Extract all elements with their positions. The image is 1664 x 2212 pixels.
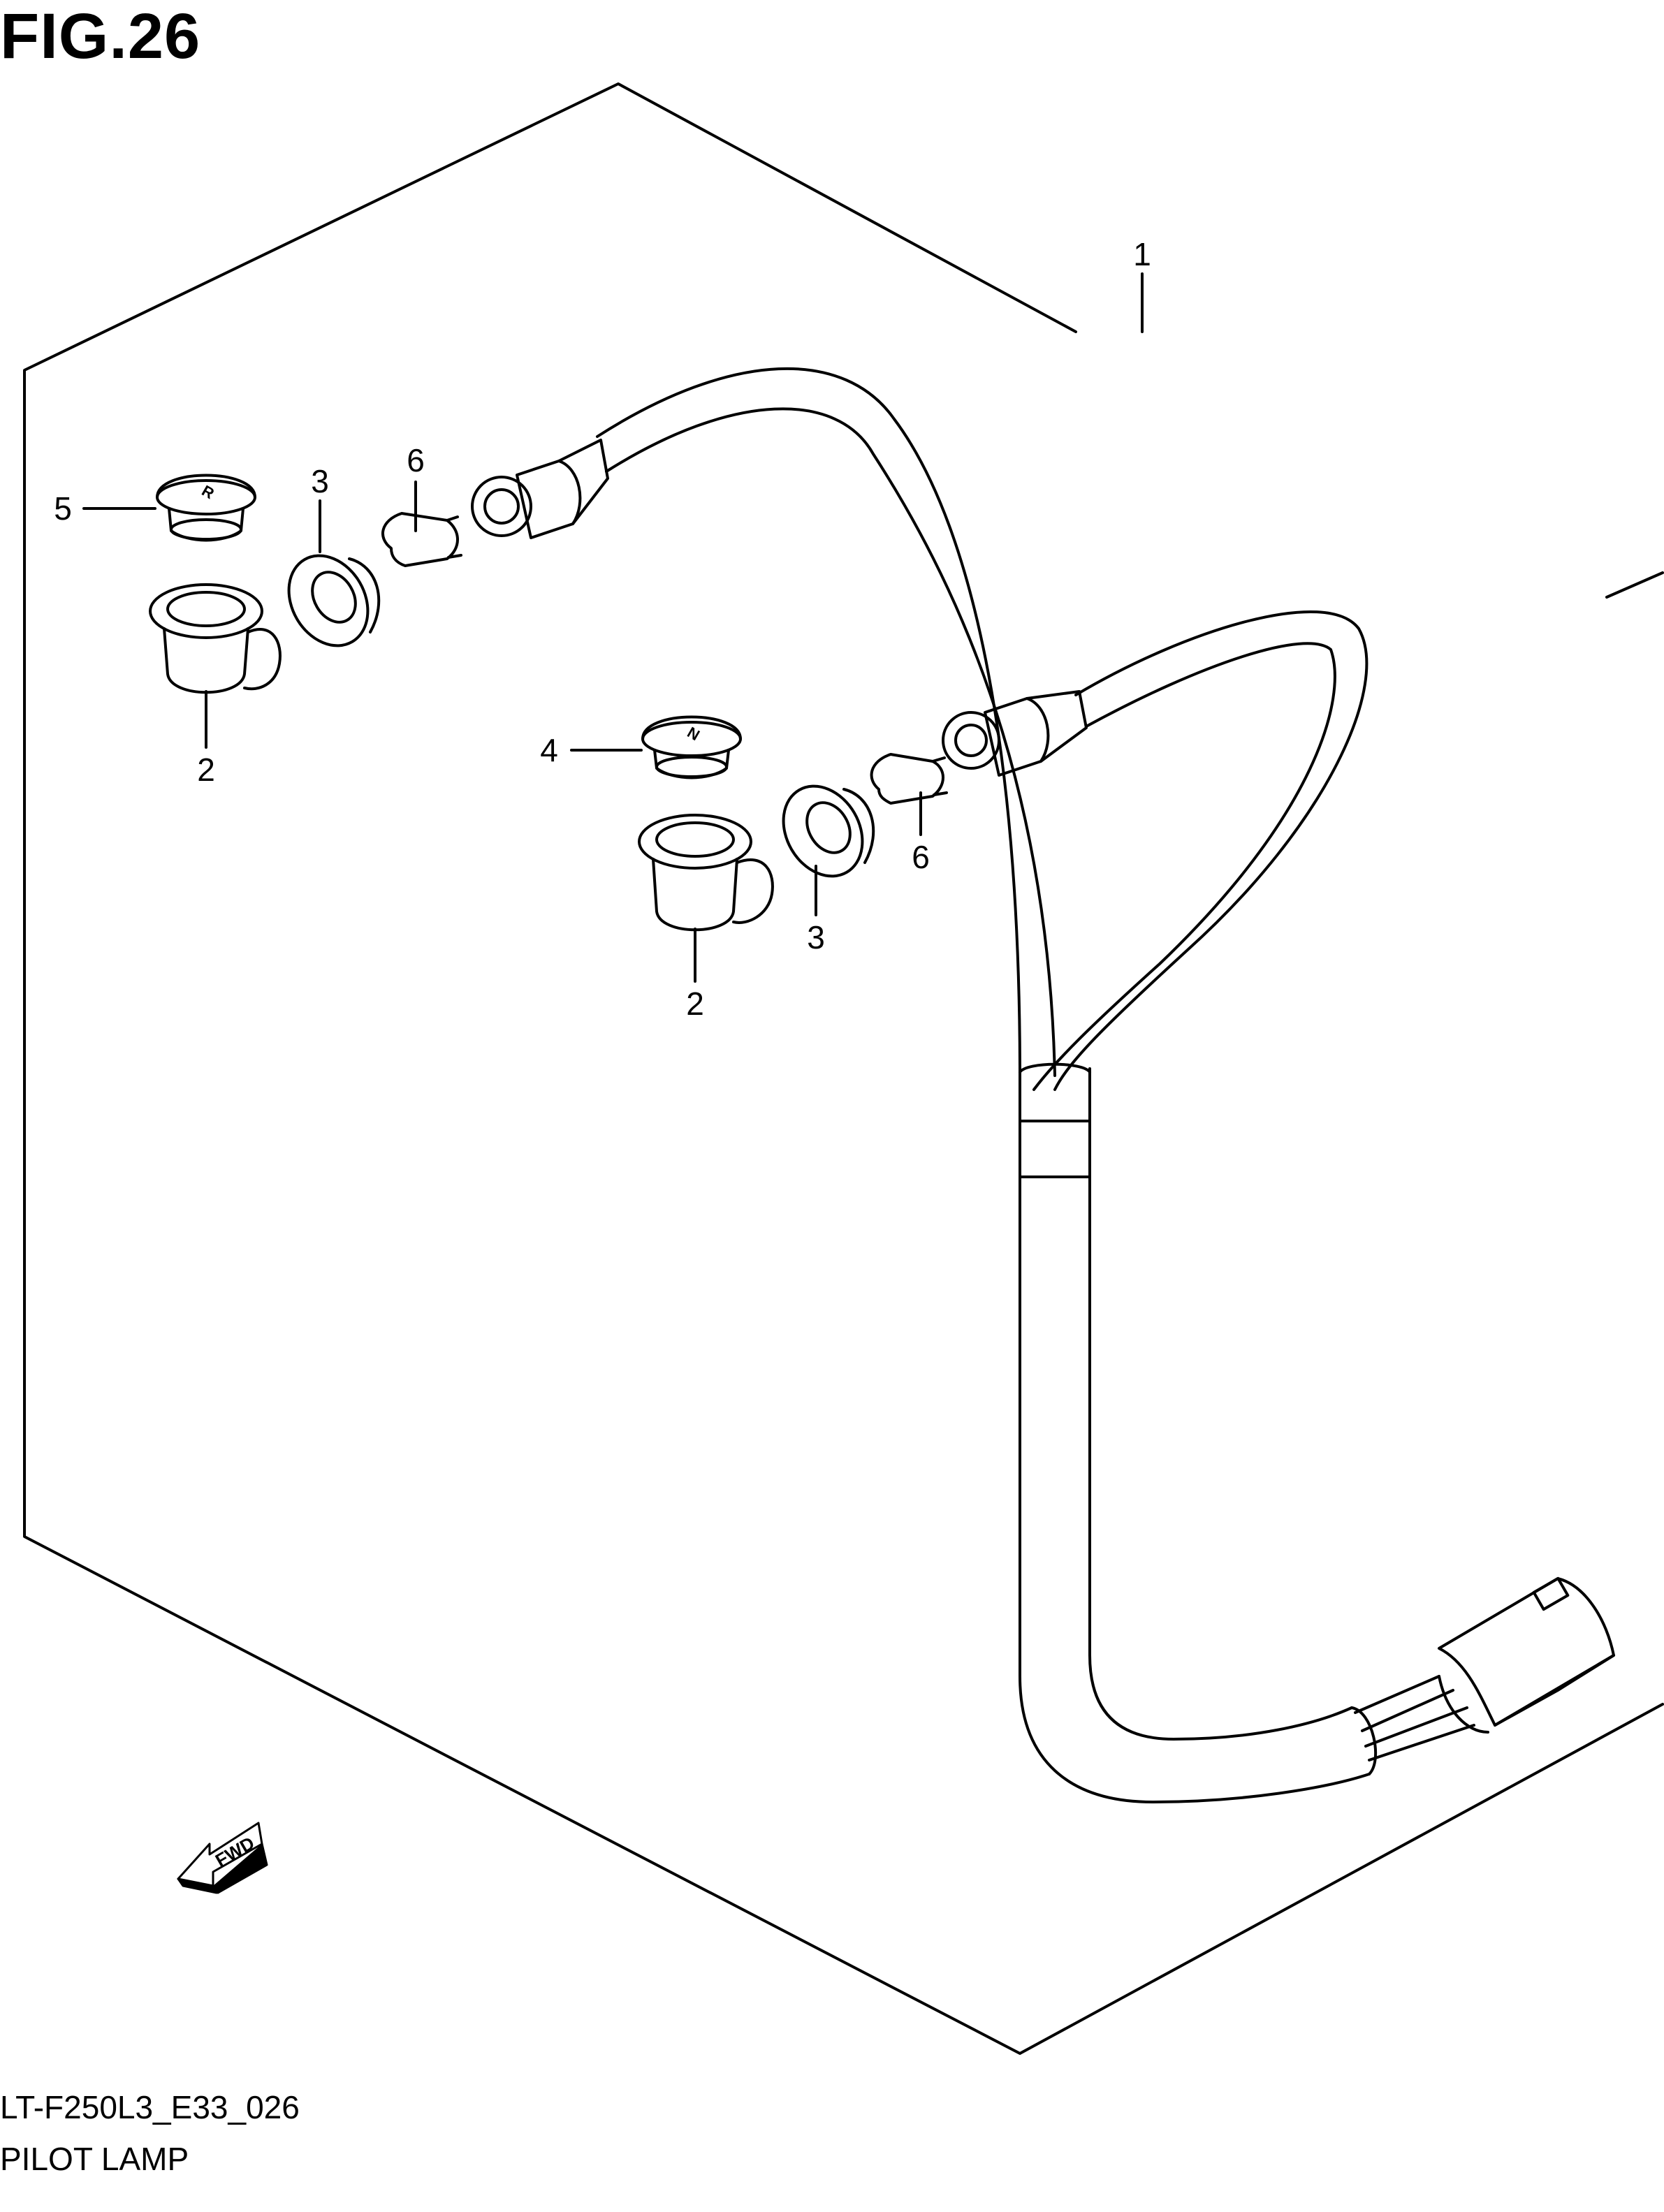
harness-coupler bbox=[1438, 1576, 1615, 1734]
indicator-cap-n bbox=[641, 715, 742, 779]
socket-connector-lower bbox=[942, 690, 1088, 777]
figure-code: LT-F250L3_E33_026 bbox=[0, 2089, 300, 2125]
indicator-cap-r bbox=[156, 474, 256, 542]
figure-title: FIG.26 bbox=[0, 1, 201, 72]
callout-2-upper: 2 bbox=[197, 752, 215, 788]
cap-n-mark: N bbox=[685, 724, 703, 745]
callout-1: 1 bbox=[1133, 236, 1151, 272]
lamp-housing-lower bbox=[638, 814, 774, 932]
figure-name: PILOT LAMP bbox=[0, 2141, 189, 2177]
callout-3-lower: 3 bbox=[807, 919, 825, 955]
callout-4: 4 bbox=[540, 732, 558, 768]
callout-5: 5 bbox=[54, 490, 72, 527]
grommet-upper bbox=[287, 554, 381, 647]
bulb-lower bbox=[870, 753, 948, 805]
wiring-harness bbox=[596, 367, 1475, 1803]
callout-6-lower: 6 bbox=[912, 839, 930, 875]
diagram-frame bbox=[23, 82, 1664, 2055]
callout-2-lower: 2 bbox=[686, 986, 704, 1022]
socket-connector-upper bbox=[471, 439, 609, 539]
fwd-arrow-icon bbox=[177, 1822, 268, 1894]
cap-r-mark: R bbox=[199, 482, 217, 503]
grommet-lower bbox=[782, 784, 875, 878]
lamp-housing-upper bbox=[149, 583, 282, 694]
callout-3-upper: 3 bbox=[311, 463, 329, 499]
bulb-upper bbox=[381, 512, 462, 567]
callout-6-upper: 6 bbox=[407, 442, 425, 478]
